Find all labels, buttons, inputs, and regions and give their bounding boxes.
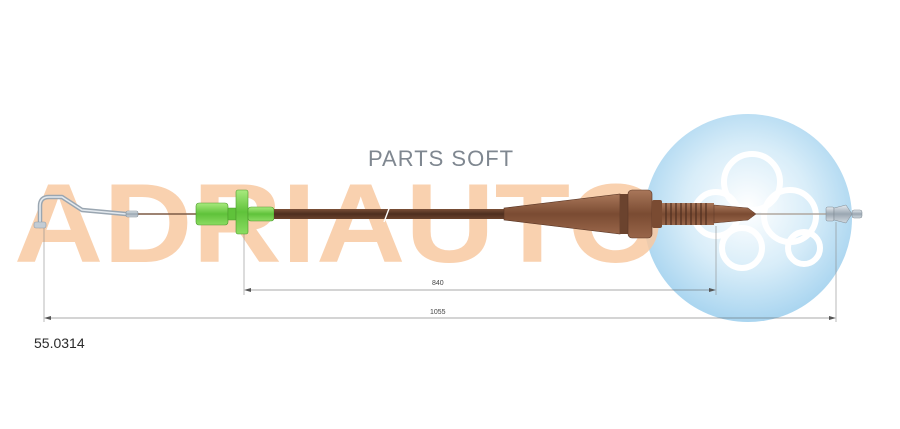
dimension-label-840: 840 [432,280,444,287]
threaded-adjuster [662,203,757,225]
dimension-line-840 [244,288,716,292]
cable-hook-end [33,194,129,229]
watermark-text: PARTS SOFT [368,146,515,171]
cable-sheath [274,205,504,223]
green-clip [195,189,275,235]
inner-wire-left [125,210,196,218]
dimension-label-1055: 1055 [430,309,446,316]
part-number: 55.0314 [34,335,85,351]
adjuster-fitting [503,189,662,239]
dimension-line-1055 [44,316,836,320]
dimension-extension-lines [43,222,837,322]
cable-end-fitting [825,204,863,224]
